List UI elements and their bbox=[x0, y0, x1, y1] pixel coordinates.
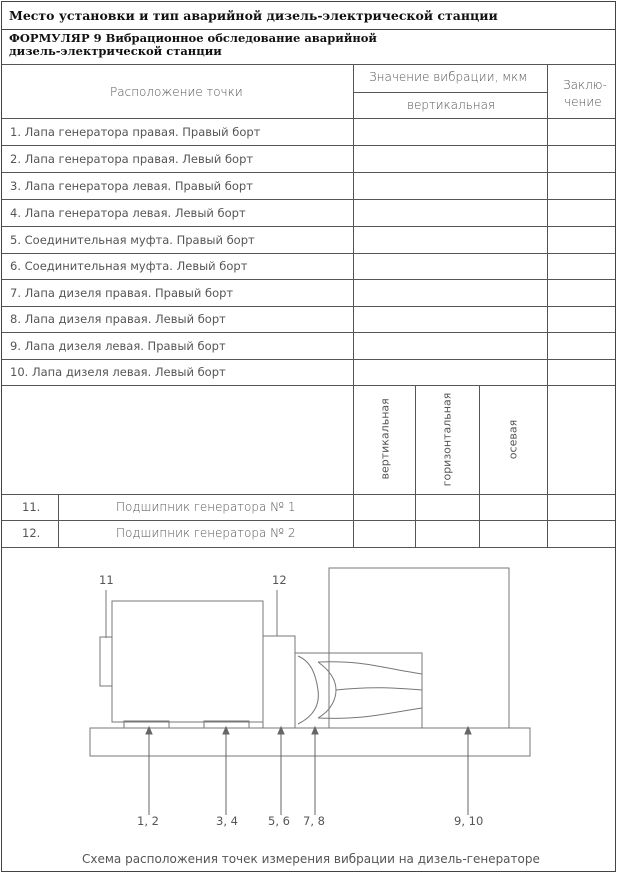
table-row: 1. Лапа генератора правая. Правый борт bbox=[10, 125, 261, 139]
label-point-11: 11 bbox=[99, 573, 114, 587]
diesel-outline bbox=[328, 567, 510, 729]
col-vertical-header: вертикальная bbox=[407, 98, 496, 112]
col-location-header: Расположение точки bbox=[110, 85, 243, 99]
table-row: 5. Соединительная муфта. Правый борт bbox=[10, 233, 255, 247]
col-value-header: Значение вибрации, мкм bbox=[369, 70, 528, 84]
table-top-line bbox=[2, 64, 615, 65]
label-points-3-4: 3, 4 bbox=[216, 814, 238, 828]
form-title-line1: ФОРМУЛЯР 9 Вибрационное обследование ава… bbox=[9, 31, 377, 45]
table-row: 2. Лапа генератора правая. Левый борт bbox=[10, 152, 254, 166]
table-row: 10. Лапа дизеля левая. Левый борт bbox=[10, 365, 226, 379]
header-title: Место установки и тип аварийной дизель-э… bbox=[9, 8, 498, 23]
label-points-1-2: 1, 2 bbox=[137, 814, 159, 828]
label-points-9-10: 9, 10 bbox=[454, 814, 484, 828]
table-row: 6. Соединительная муфта. Левый борт bbox=[10, 259, 248, 273]
bearing-row-num: 11. bbox=[22, 500, 41, 514]
table-row: 7. Лапа дизеля правая. Правый борт bbox=[10, 286, 234, 300]
table-row: 4. Лапа генератора левая. Левый борт bbox=[10, 206, 246, 220]
value-sub-line bbox=[353, 92, 547, 93]
generator-foot-1 bbox=[123, 720, 170, 729]
form-title-line2: дизель-электрической станции bbox=[9, 44, 222, 58]
bearing-row-label: Подшипник генератора № 2 bbox=[116, 526, 296, 540]
header-bottom-line bbox=[2, 118, 615, 119]
bearing-row-label: Подшипник генератора № 1 bbox=[116, 500, 296, 514]
table-row: 3. Лапа генератора левая. Правый борт bbox=[10, 179, 253, 193]
generator-body bbox=[111, 600, 264, 723]
base-frame bbox=[89, 727, 531, 757]
flywheel-housing bbox=[294, 652, 423, 729]
coupling-housing bbox=[262, 635, 296, 729]
table-row: 8. Лапа дизеля правая. Левый борт bbox=[10, 312, 226, 326]
bearing-row-num: 12. bbox=[22, 526, 41, 540]
label-point-12: 12 bbox=[272, 573, 287, 587]
col-conclusion-header-1: Заклю- bbox=[563, 78, 607, 92]
form-title: ФОРМУЛЯР 9 Вибрационное обследование ава… bbox=[9, 32, 509, 58]
col-conclusion-header-2: чение bbox=[564, 95, 602, 109]
label-points-5-6: 5, 6 bbox=[268, 814, 290, 828]
header-title-row: Место установки и тип аварийной дизель-э… bbox=[2, 2, 615, 30]
table-row: 9. Лапа дизеля левая. Правый борт bbox=[10, 339, 226, 353]
label-points-7-8: 7, 8 bbox=[303, 814, 325, 828]
terminal-box bbox=[99, 636, 113, 687]
diagram-caption: Схема расположения точек измерения вибра… bbox=[82, 852, 540, 866]
